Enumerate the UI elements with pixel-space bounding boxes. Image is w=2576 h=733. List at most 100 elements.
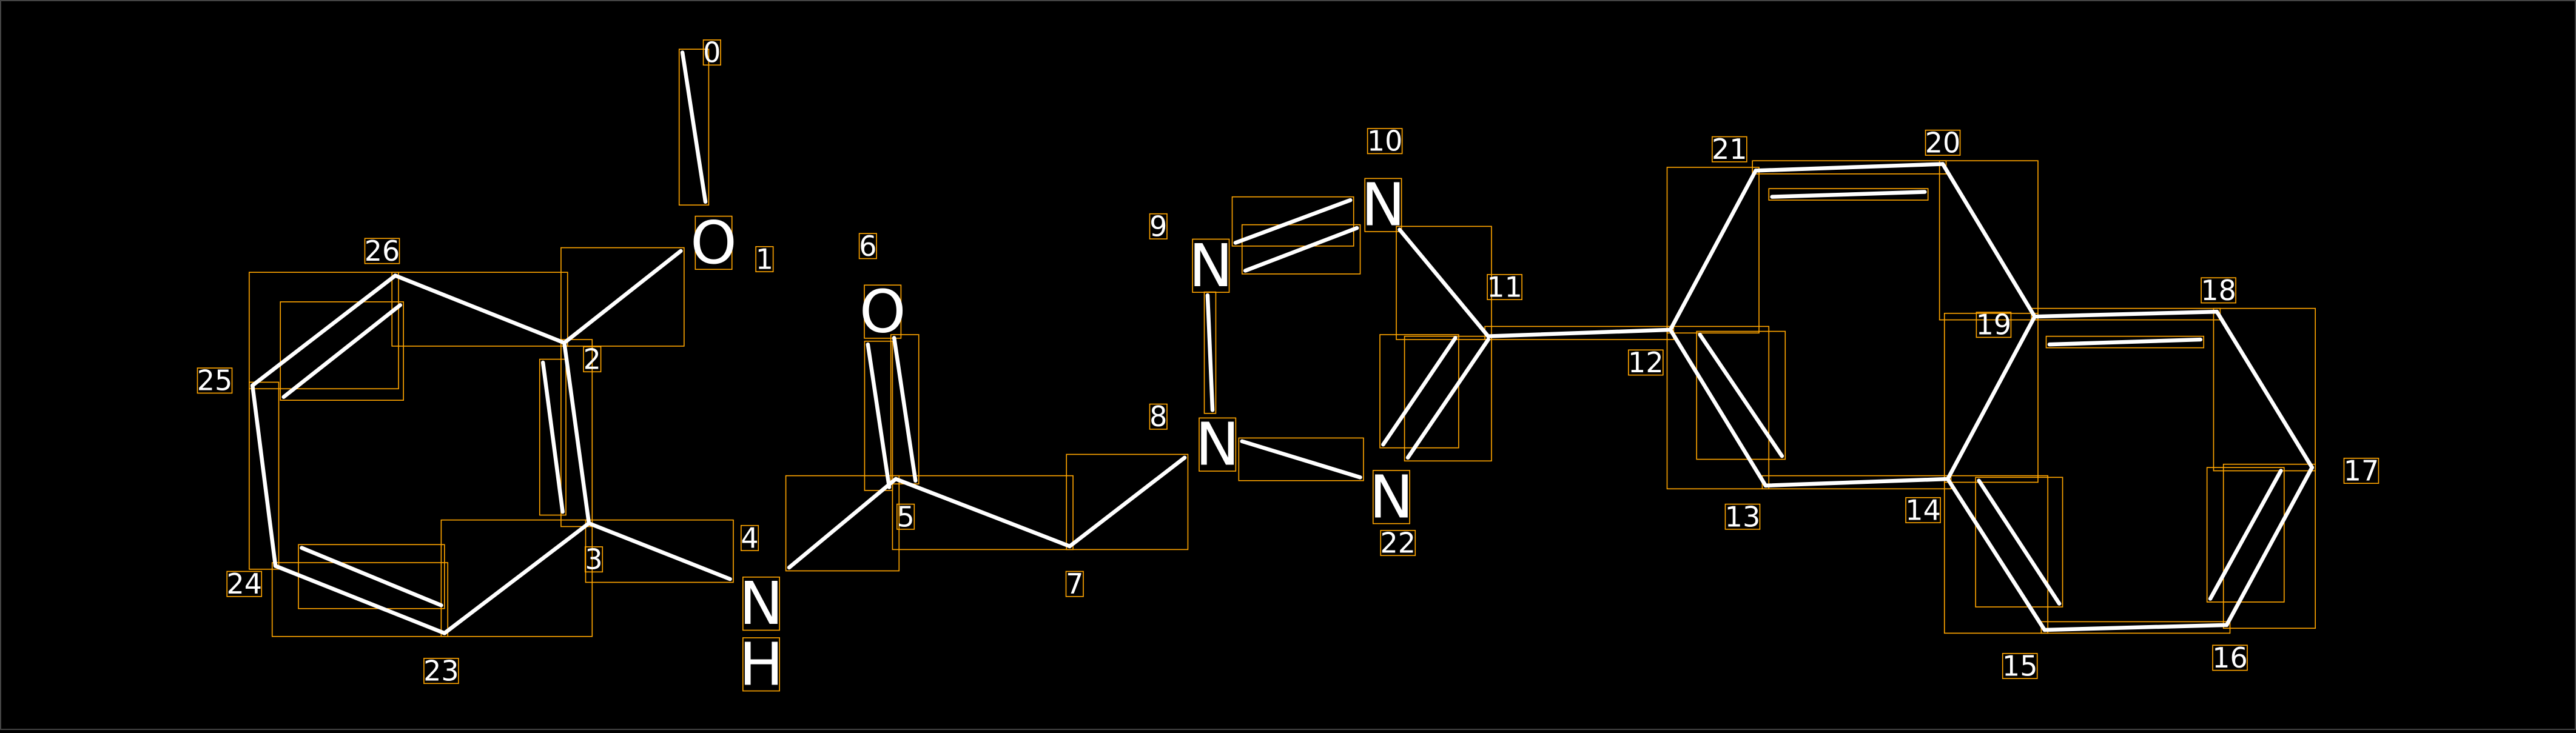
atom-index-label-bbox xyxy=(1380,530,1416,557)
atom-index-label-bbox xyxy=(423,658,459,684)
bond-bbox xyxy=(1404,335,1492,462)
atom-index-label: 1 xyxy=(756,243,773,275)
atom-index-label: 8 xyxy=(1149,400,1167,433)
bond-bbox xyxy=(560,247,685,347)
atom-index-label: 5 xyxy=(896,500,914,533)
atom-index-label: 15 xyxy=(2002,649,2038,682)
atom-hydrogen-label-bbox xyxy=(742,637,781,692)
bond-line xyxy=(1763,477,1950,488)
bond-bbox xyxy=(864,340,893,491)
atom-index-label: 17 xyxy=(2344,455,2379,487)
bond-line xyxy=(562,249,683,345)
atom-index-label: 23 xyxy=(423,655,459,688)
bond-line xyxy=(1668,327,1768,488)
atom-symbol-n: N xyxy=(1370,463,1414,531)
atom-index-label-bbox xyxy=(584,546,604,573)
atom-index-label-bbox xyxy=(1149,213,1168,239)
bond-line xyxy=(2042,623,2229,632)
atom-index-label-bbox xyxy=(1149,403,1168,430)
atom-index-label: 22 xyxy=(1380,527,1416,560)
bond-bbox xyxy=(1768,188,1929,201)
atom-symbol-o: O xyxy=(690,209,737,277)
atom-index-label: 3 xyxy=(585,543,602,576)
bond-line xyxy=(1405,337,1490,460)
bond-bbox xyxy=(1241,224,1361,275)
bond-bbox xyxy=(1943,475,2049,634)
atom-index-label-bbox xyxy=(197,367,233,394)
bond-line xyxy=(1945,477,2047,632)
bond-line xyxy=(1945,314,2037,481)
atom-index-label: 14 xyxy=(1905,494,1941,526)
atom-index-label: 26 xyxy=(365,235,400,267)
atom-index-label-bbox xyxy=(740,524,759,551)
bond-bbox xyxy=(2222,463,2316,629)
bond-line xyxy=(1977,478,2062,606)
atom-index-label-bbox xyxy=(1976,312,2012,338)
bond-line xyxy=(300,546,443,607)
atom-index-label: 2 xyxy=(583,343,601,376)
atom-symbol-n: N xyxy=(1196,410,1240,479)
atom-index-label-bbox xyxy=(364,238,400,264)
atom-symbol-n-bbox xyxy=(742,577,781,631)
bond-line xyxy=(2047,337,2203,347)
bond-line xyxy=(1233,198,1353,245)
atom-index-label-bbox xyxy=(702,39,721,66)
bond-bbox xyxy=(1379,334,1459,449)
bond-line xyxy=(787,477,898,570)
atom-index-label-bbox xyxy=(583,346,602,373)
bond-bbox xyxy=(539,358,567,516)
atom-index-label: 13 xyxy=(1725,500,1761,533)
atom-index-label: 24 xyxy=(226,567,262,600)
atom-index-label-bbox xyxy=(1487,273,1522,300)
bond-line xyxy=(251,273,397,388)
atom-symbol-n-bbox xyxy=(1192,238,1230,293)
bond-bbox xyxy=(2045,335,2205,349)
atom-index-label-bbox xyxy=(1724,503,1761,530)
bond-line xyxy=(393,273,567,345)
bond-line xyxy=(1770,190,1927,199)
bond-line xyxy=(251,383,278,568)
atom-index-label: 19 xyxy=(1976,309,2012,341)
bond-line xyxy=(1397,227,1490,338)
bond-bbox xyxy=(249,381,280,570)
bond-bbox xyxy=(440,519,593,637)
bond-bbox xyxy=(678,49,710,206)
atom-index-label: 18 xyxy=(2201,274,2236,307)
bond-bbox xyxy=(1939,160,2039,321)
bond-line xyxy=(540,360,565,514)
bond-line xyxy=(2033,309,2219,319)
atom-index-label: 4 xyxy=(741,521,758,554)
bond-bbox xyxy=(1238,437,1364,481)
atom-index-label-bbox xyxy=(858,233,877,259)
bond-bbox xyxy=(2206,467,2285,603)
atom-symbol-n-bbox xyxy=(1364,178,1402,232)
atom-index-label: 12 xyxy=(1628,346,1664,379)
bond-line xyxy=(1698,332,1784,458)
atom-symbol-n: N xyxy=(1189,232,1233,300)
bond-line xyxy=(1668,169,1758,332)
atom-symbol-o-bbox xyxy=(694,215,733,270)
atom-index-label: 9 xyxy=(1149,210,1167,243)
atom-symbol-o: O xyxy=(859,278,906,346)
bond-bbox xyxy=(1396,226,1492,340)
atom-index-label: 7 xyxy=(1066,567,1083,600)
atom-index-label: 6 xyxy=(859,230,876,263)
atom-index-label-bbox xyxy=(1925,129,1961,156)
bond-line xyxy=(273,564,447,635)
atom-symbol-n: N xyxy=(1361,171,1405,239)
bond-line xyxy=(281,303,403,400)
bond-line xyxy=(2214,309,2315,470)
bond-line xyxy=(2208,469,2283,601)
bond-line xyxy=(680,50,708,204)
bond-line xyxy=(1754,162,1945,173)
atom-index-label-bbox xyxy=(2002,652,2038,679)
bond-line xyxy=(892,336,918,483)
atom-index-label-bbox xyxy=(1905,497,1941,523)
bond-line xyxy=(1381,336,1458,447)
atom-symbol-o-bbox xyxy=(864,284,902,339)
atom-index-label-bbox xyxy=(896,503,915,530)
atom-index-label-bbox xyxy=(226,571,263,597)
